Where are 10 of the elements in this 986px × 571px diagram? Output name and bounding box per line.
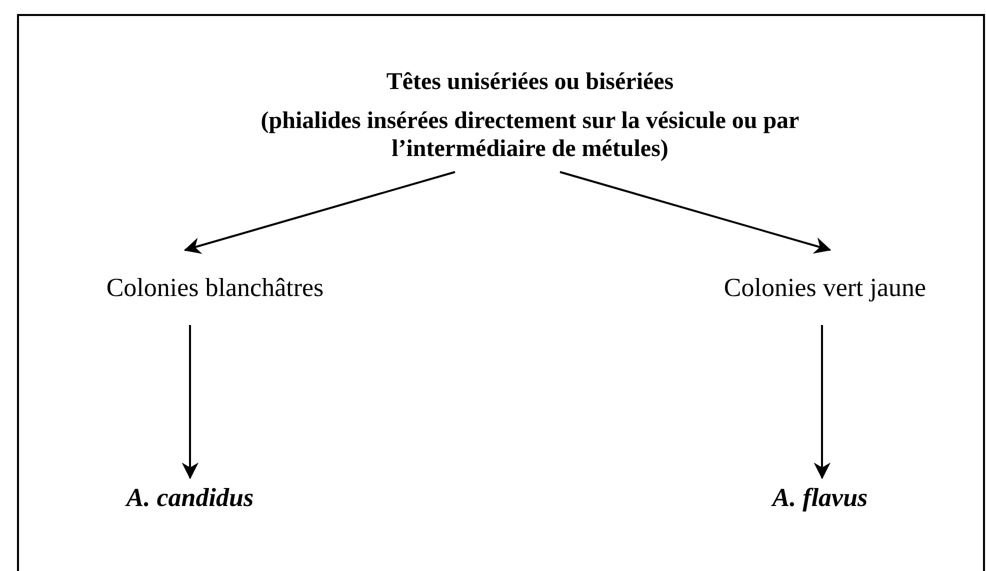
species-name: A. flavus <box>772 483 868 513</box>
arrow <box>184 171 456 254</box>
arrow <box>182 325 199 480</box>
species-name: A. candidus <box>126 483 254 513</box>
description-text: (phialides insérées directement sur la vésicule ou par l’intermédiaire de métules) <box>260 108 800 164</box>
heading-text: Têtes unisériées ou bisériées <box>386 68 674 96</box>
category-label: Colonies vert jaune <box>724 272 926 302</box>
arrow <box>560 171 832 254</box>
arrow <box>814 325 831 480</box>
category-label: Colonies blanchâtres <box>106 272 324 302</box>
